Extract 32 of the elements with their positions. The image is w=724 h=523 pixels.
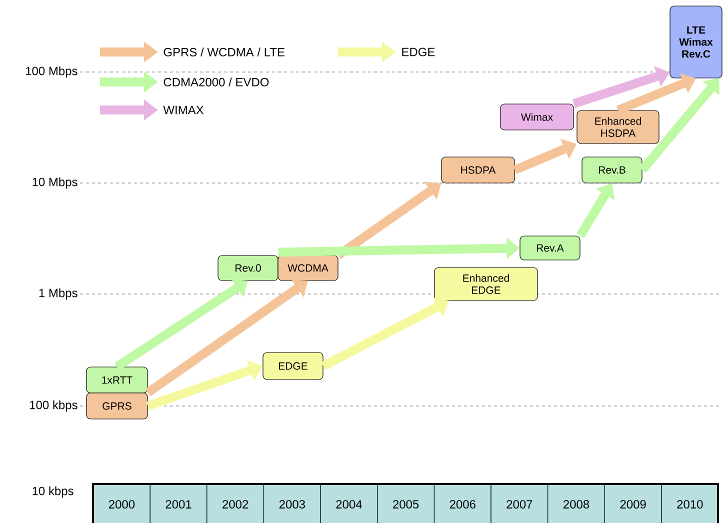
- process-box: HSDPA: [441, 156, 515, 184]
- table-cell: 2008: [548, 484, 605, 523]
- legend-label: WIMAX: [163, 106, 204, 114]
- process-box: LTE Wimax Rev.C: [670, 6, 722, 78]
- axis-label: 10 kbps: [32, 486, 74, 498]
- table-cell: 2006: [434, 484, 492, 523]
- axis-label: 100 Mbps: [26, 66, 78, 78]
- process-box: Wimax: [500, 104, 574, 130]
- axis-label: 1 Mbps: [39, 288, 78, 300]
- table-cell: 2001: [150, 484, 208, 523]
- axis-label: 100 kbps: [30, 400, 78, 412]
- table-cell: 2003: [263, 484, 321, 523]
- table-cell: 2002: [206, 484, 264, 523]
- table-cell: 2007: [490, 484, 548, 523]
- process-box: Rev.B: [582, 156, 642, 184]
- process-box: Enhanced EDGE: [434, 267, 538, 301]
- process-box: WCDMA: [278, 255, 338, 281]
- legend-label: CDMA2000 / EVDO: [164, 78, 269, 86]
- process-box: GPRS: [86, 392, 148, 420]
- process-box: Rev.0: [218, 255, 278, 281]
- process-box: Rev.A: [520, 236, 580, 260]
- axis-label: 10 Mbps: [32, 177, 78, 189]
- table-cell: 2009: [604, 484, 662, 523]
- process-box: Enhanced HSDPA: [576, 110, 660, 144]
- legend-label: EDGE: [402, 48, 435, 56]
- table-cell: 2010: [661, 484, 719, 523]
- table-cell: 2000: [93, 484, 150, 523]
- table-cell: 2005: [377, 484, 435, 523]
- process-box: 1xRTT: [86, 366, 148, 394]
- table-cell: 2004: [320, 484, 378, 523]
- process-box: EDGE: [262, 352, 324, 380]
- legend-label: GPRS / WCDMA / LTE: [164, 48, 284, 56]
